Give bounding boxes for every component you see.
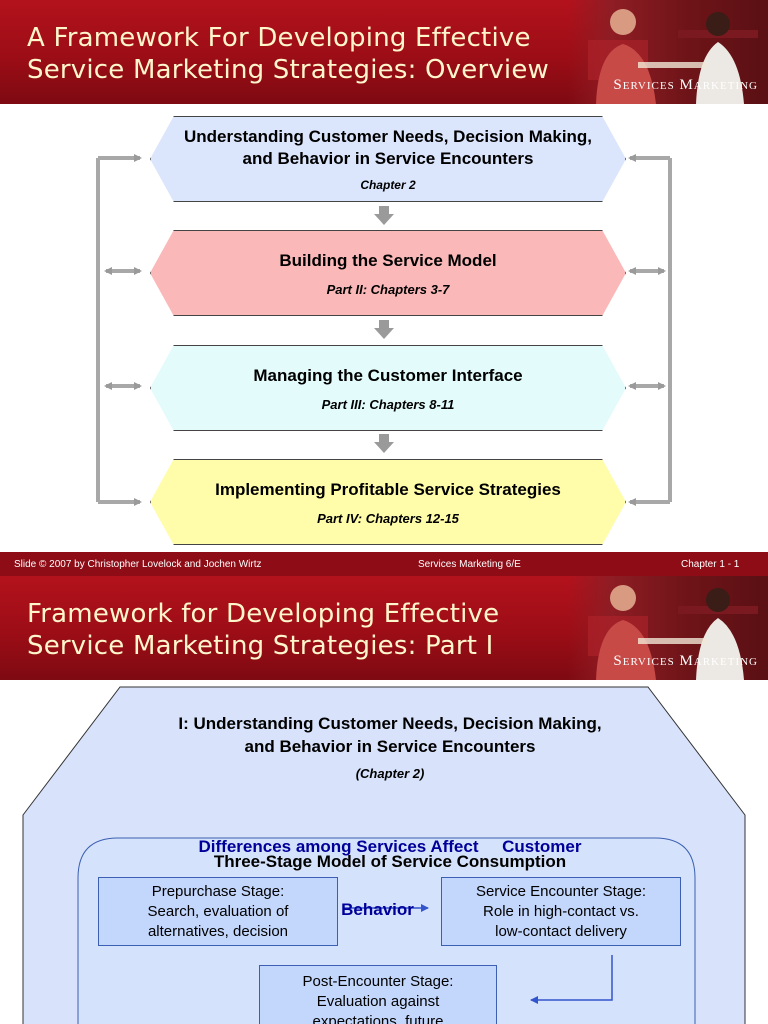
box-implementing-strategies: Implementing Profitable Service Strategi… [150,459,626,545]
encounter-line2: Role in high-contact vs. [483,902,639,920]
slide1-title-line2: Service Marketing Strategies: Overview [27,55,550,85]
people-photo-icon [588,9,758,104]
slide2-title-line2: Service Marketing Strategies: Part I [27,631,494,661]
prepurchase-stage-box: Prepurchase Stage: Search, evaluation of… [98,877,338,946]
post-line1: Post-Encounter Stage: [302,973,454,990]
slide1-title-line1: A Framework For Developing Effective [27,23,531,53]
box2-title: Building the Service Model [279,250,497,270]
service-encounter-stage-box: Service Encounter Stage: Role in high-co… [441,877,681,946]
people-photo-icon [588,585,758,680]
box4-subtitle: Part IV: Chapters 12-15 [317,510,459,526]
down-arrow-1 [374,206,394,225]
slide2-heading-line1: I: Understanding Customer Needs, Decisio… [178,714,602,733]
post-line3: expectations, future [312,1013,444,1024]
box3-title: Managing the Customer Interface [253,365,523,385]
prepurchase-line2: Search, evaluation of [147,902,289,920]
box1-title-line2: and Behavior in Service Encounters [242,149,534,168]
box1-subtitle: Chapter 2 [360,178,416,192]
model-title: Three-Stage Model of Service Consumption [213,852,567,871]
brand-label: Services Marketing [613,77,758,93]
footer-course: Services Marketing 6/E [418,559,521,570]
slide1-header-banner: A Framework For Developing Effective Ser… [0,0,768,104]
header-photo [568,0,768,104]
box-building-service-model: Building the Service Model Part II: Chap… [150,230,626,316]
differences-line2: Behavior [341,900,414,919]
arrow-encounter-to-post [530,955,613,1004]
post-encounter-stage-box: Post-Encounter Stage: Evaluation against… [259,965,497,1024]
box-understanding-customer: Understanding Customer Needs, Decision M… [150,116,626,202]
footer-page: Chapter 1 - 1 [681,559,740,570]
slide2-heading: I: Understanding Customer Needs, Decisio… [100,712,680,758]
box2-subtitle: Part II: Chapters 3-7 [326,281,450,297]
box1-title-line1: Understanding Customer Needs, Decision M… [183,127,593,146]
box3-subtitle: Part III: Chapters 8-11 [321,396,455,412]
prepurchase-line1: Prepurchase Stage: [151,882,285,900]
slide2-chapter-label: (Chapter 2) [355,766,425,781]
slide2-heading-line2: and Behavior in Service Encounters [244,737,536,756]
slide2-title-line1: Framework for Developing Effective [27,599,500,629]
post-line2: Evaluation against [316,993,440,1010]
slide2-title: Framework for Developing Effective Servi… [27,598,587,662]
box-managing-customer-interface: Managing the Customer Interface Part III… [150,345,626,431]
slide1-connectors [96,154,672,506]
header-photo [568,576,768,680]
differences-label: Differences among Services Affect Custom… [150,794,630,941]
encounter-line1: Service Encounter Stage: [475,882,647,900]
differences-line1: Differences among Services Affect Custom… [198,837,582,856]
box4-title: Implementing Profitable Service Strategi… [215,479,561,499]
down-arrow-2 [374,320,394,339]
encounter-line3: low-contact delivery [495,922,627,940]
down-arrow-3 [374,434,394,453]
footer-copyright: Slide © 2007 by Christopher Lovelock and… [14,559,262,570]
prepurchase-line3: alternatives, decision [147,922,289,940]
slide1-title: A Framework For Developing Effective Ser… [27,22,587,86]
slide2-header-banner: Framework for Developing Effective Servi… [0,576,768,680]
slide-footer: Slide © 2007 by Christopher Lovelock and… [0,552,768,576]
brand-label: Services Marketing [613,653,758,669]
